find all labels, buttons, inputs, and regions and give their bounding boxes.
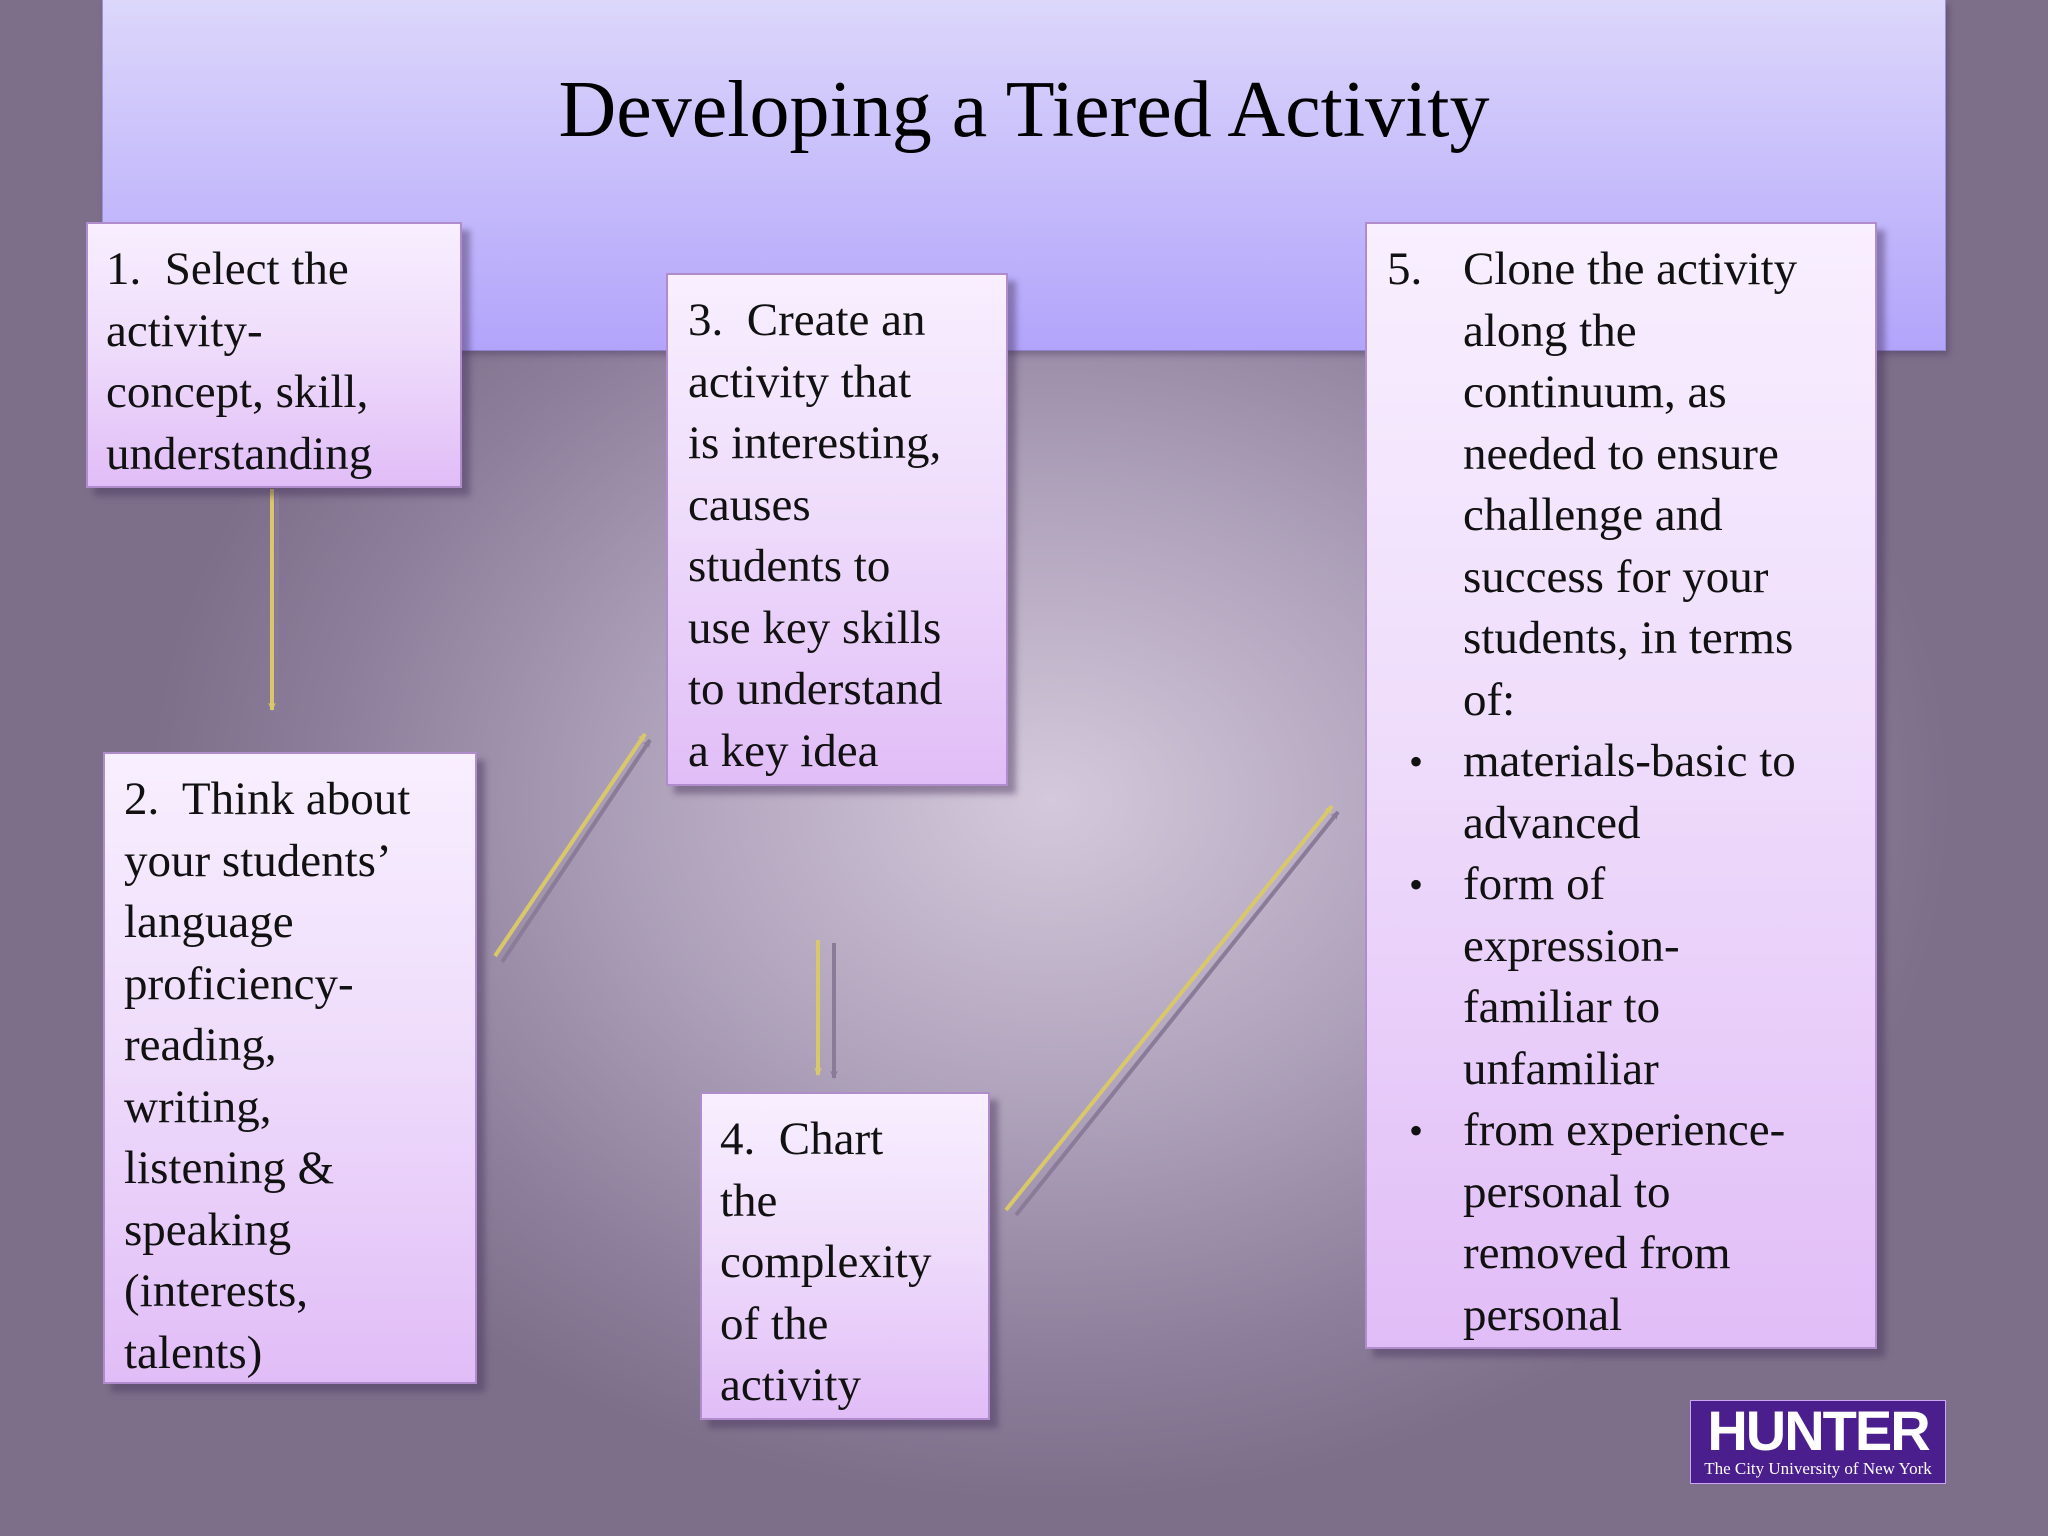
arrow-4-to-5 [1004,804,1334,1212]
step-5-number: 5. [1387,243,1423,295]
arrow-4-to-5-shadow [1014,810,1340,1217]
bullet-icon: • [1409,862,1424,907]
step-3-text: 3. Create an activity that is interestin… [688,294,943,777]
step-5-bullet-text: from experience- personal to removed fro… [1463,1104,1786,1341]
step-5-bullet-item: • materials-basic to advanced [1387,731,1875,854]
arrow-2-to-3 [493,732,647,958]
step-5-intro: 5. Clone the activity along the continuu… [1387,239,1875,731]
step-5-text: Clone the activity along the continuum, … [1463,243,1798,726]
logo-wordmark: HUNTER [1707,1399,1930,1462]
step-1-text: 1. Select the activity- concept, skill, … [106,243,373,480]
step-5-bullet-text: materials-basic to advanced [1463,735,1796,849]
slide-title: Developing a Tiered Activity [558,66,1490,154]
step-3-box: 3. Create an activity that is interestin… [666,273,1008,786]
step-4-text: 4. Chart the complexity of the activity [720,1113,932,1411]
arrow-2-to-3-shadow [500,738,652,964]
step-2-text: 2. Think about your students’ language p… [124,773,411,1379]
step-5-bullet-text: form of expression- familiar to unfamili… [1463,858,1680,1095]
hunter-logo: HUNTER The City University of New York [1690,1400,1946,1484]
step-2-box: 2. Think about your students’ language p… [103,752,477,1384]
bullet-icon: • [1409,1108,1424,1153]
step-1-box: 1. Select the activity- concept, skill, … [86,222,462,488]
step-5-box: 5. Clone the activity along the continuu… [1365,222,1877,1349]
step-5-bullet-item: • form of expression- familiar to unfami… [1387,854,1875,1100]
logo-subtitle: The City University of New York [1704,1459,1932,1478]
step-5-bullet-item: • from experience- personal to removed f… [1387,1100,1875,1346]
step-4-box: 4. Chart the complexity of the activity [700,1092,990,1420]
bullet-icon: • [1409,739,1424,784]
